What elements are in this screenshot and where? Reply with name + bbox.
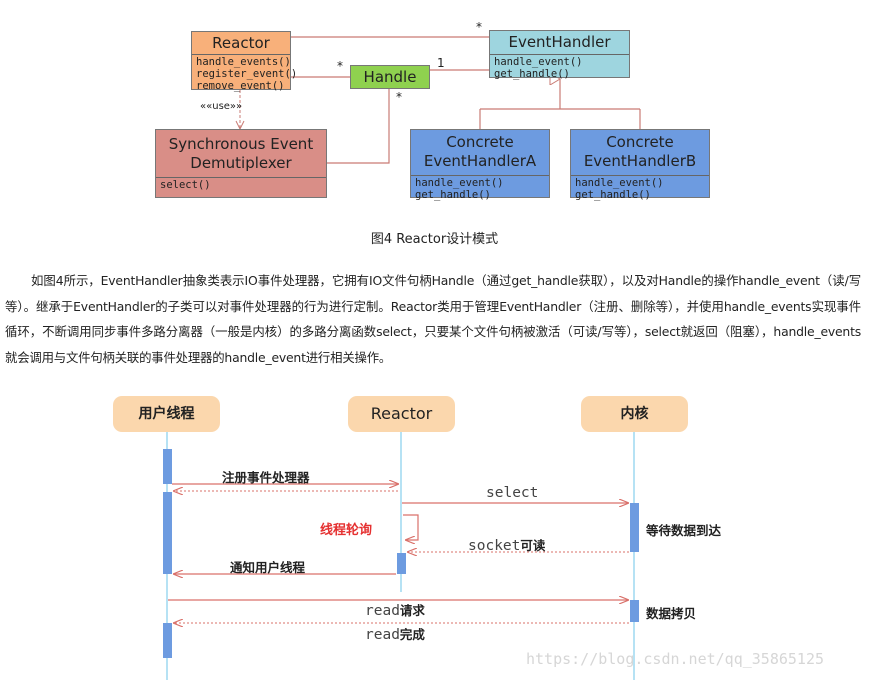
activation-kernel-1 xyxy=(630,503,639,552)
label-data-copy: 数据拷贝 xyxy=(646,606,697,621)
op-a-get-handle: get_handle() xyxy=(415,189,491,201)
label-read-done: read完成 xyxy=(365,624,425,643)
class-handle: Handle xyxy=(350,65,430,89)
actor-kernel: 内核 xyxy=(581,396,688,432)
label-select: select xyxy=(486,485,539,501)
activation-user-2 xyxy=(163,492,172,574)
body-paragraph: 如图4所示，EventHandler抽象类表示IO事件处理器，它拥有IO文件句柄… xyxy=(5,273,861,365)
op-select: select() xyxy=(160,179,211,191)
label-socket-prefix: socket xyxy=(468,538,521,554)
op-register-event: register_event() xyxy=(196,68,298,80)
op-b-get-handle: get_handle() xyxy=(575,189,651,201)
class-concrete-b-ops: handle_event() get_handle() xyxy=(571,175,709,202)
class-concrete-b-name: Concrete EventHandlerB xyxy=(571,130,709,175)
label-read-request-prefix: read xyxy=(365,603,400,619)
label-polling: 线程轮询 xyxy=(320,523,373,538)
actor-user-thread: 用户线程 xyxy=(113,396,220,432)
uml-class-diagram: * * 1 * ««use»» Reactor handle_events() … xyxy=(0,0,869,215)
activation-user-3 xyxy=(163,623,172,658)
class-eventhandler-ops: handle_event() get_handle() xyxy=(490,54,629,81)
demux-name-line2: Demutiplexer xyxy=(190,154,292,172)
class-concrete-handler-b: Concrete EventHandlerB handle_event() ge… xyxy=(570,129,710,201)
watermark: https://blog.csdn.net/qq_35865125 xyxy=(526,650,825,668)
class-reactor-name: Reactor xyxy=(212,34,270,52)
activation-user-1 xyxy=(163,449,172,484)
label-read-request-suffix: 请求 xyxy=(399,603,425,618)
label-read-request: read请求 xyxy=(365,600,425,619)
demux-name-line1: Synchronous Event xyxy=(168,135,314,153)
label-register: 注册事件处理器 xyxy=(222,470,310,485)
label-socket-readable: socket可读 xyxy=(468,535,545,554)
op-remove-event: remove_event() xyxy=(196,80,285,92)
figure-caption: 图4 Reactor设计模式 xyxy=(370,232,499,247)
concrete-b-line2: EventHandlerB xyxy=(583,152,697,170)
use-label: ««use»» xyxy=(200,101,242,112)
mult-demux-star: * xyxy=(396,90,402,104)
label-read-done-prefix: read xyxy=(365,627,400,643)
class-reactor-ops: handle_events() register_event() remove_… xyxy=(192,54,298,93)
concrete-b-line1: Concrete xyxy=(606,133,674,151)
mult-eventhandler-star: * xyxy=(476,20,482,34)
concrete-a-line2: EventHandlerA xyxy=(423,152,537,170)
activation-reactor xyxy=(397,553,406,574)
op-handle-event: handle_event() xyxy=(494,56,583,68)
msg-polling-loop xyxy=(403,514,419,540)
class-concrete-a-name: Concrete EventHandlerA xyxy=(411,130,549,175)
class-concrete-handler-a: Concrete EventHandlerA handle_event() ge… xyxy=(410,129,550,201)
class-concrete-a-ops: handle_event() get_handle() xyxy=(411,175,549,202)
mult-handle-one: 1 xyxy=(437,56,445,70)
class-demultiplexer: Synchronous Event Demutiplexer select() xyxy=(155,129,327,198)
class-reactor: Reactor handle_events() register_event()… xyxy=(191,31,298,93)
activation-kernel-2 xyxy=(630,600,639,622)
actor-reactor: Reactor xyxy=(348,396,455,432)
op-b-handle-event: handle_event() xyxy=(575,177,664,189)
label-read-done-suffix: 完成 xyxy=(399,627,425,642)
class-demultiplexer-name: Synchronous Event Demutiplexer xyxy=(156,130,326,177)
class-eventhandler: EventHandler handle_event() get_handle() xyxy=(489,30,630,81)
label-wait-data: 等待数据到达 xyxy=(646,523,722,538)
op-a-handle-event: handle_event() xyxy=(415,177,504,189)
concrete-a-line1: Concrete xyxy=(446,133,514,151)
mult-reactor-handle-star: * xyxy=(337,59,343,73)
assoc-handle-demux xyxy=(327,89,390,164)
class-demultiplexer-ops: select() xyxy=(156,177,326,192)
class-eventhandler-name: EventHandler xyxy=(508,33,611,51)
op-get-handle: get_handle() xyxy=(494,68,570,80)
label-notify: 通知用户线程 xyxy=(230,560,306,575)
op-handle-events: handle_events() xyxy=(196,56,291,68)
label-socket-suffix: 可读 xyxy=(520,538,546,553)
